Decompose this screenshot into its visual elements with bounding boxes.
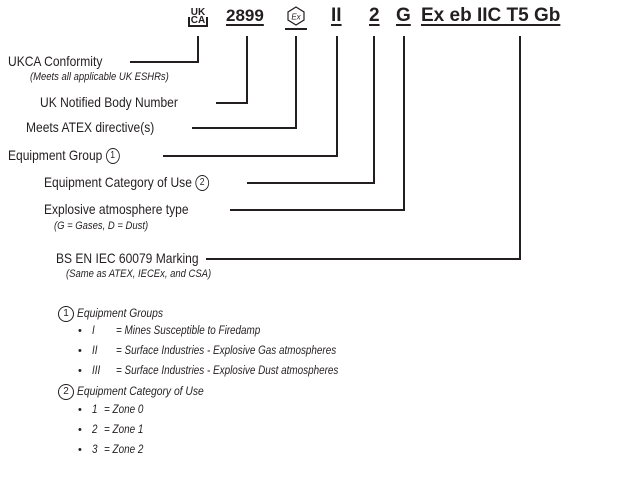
label-category-text: Equipment Category of Use [44,174,192,190]
footnote-1-icon: 1 [58,306,74,322]
leader-atmosphere [230,36,405,211]
label-ukca-sub: (Meets all applicable UK ESHRs) [30,71,169,83]
leader-notified [216,36,248,104]
group-code: III [91,365,101,377]
label-atex: Meets ATEX directive(s) [26,119,155,135]
category-code: 1 [91,404,98,416]
footnote-2-icon: 2 [58,384,74,400]
list-item: •I= Mines Susceptible to Firedamp [78,325,261,337]
ukca-logo-bottom: CA [188,16,208,27]
label-notified: UK Notified Body Number [40,94,178,110]
notes-groups-heading: 1 Equipment Groups [58,306,177,322]
label-atmosphere: Explosive atmosphere type [44,201,189,217]
leader-category [247,36,375,184]
label-ukca: UKCA Conformity [8,53,103,69]
category-code: 3 [91,444,98,456]
list-item: •III= Surface Industries - Explosive Dus… [78,365,339,377]
leader-ukca [130,36,199,63]
group-desc: = Surface Industries - Explosive Dust at… [115,365,339,377]
label-standard-sub: (Same as ATEX, IECEx, and CSA) [66,268,212,280]
label-group: Equipment Group 1 [8,147,120,165]
category-desc: = Zone 0 [103,404,144,416]
category-code: 2 [91,424,98,436]
ex-hexagon-text: Ex [291,13,301,22]
category-desc: = Zone 2 [103,444,144,456]
notes-categories-heading: 2 Equipment Category of Use [58,384,225,400]
leader-standard [206,36,521,260]
group-code: II [91,345,98,357]
group-desc: = Mines Susceptible to Firedamp [115,325,261,337]
notes-categories-title: Equipment Category of Use [77,384,205,399]
iec-marking: Ex eb IIC T5 Gb [421,5,561,26]
atmosphere-type-mark: G [396,5,411,26]
list-item: •3= Zone 2 [78,444,144,456]
ukca-logo-top: UK [190,7,206,18]
list-item: •II= Surface Industries - Explosive Gas … [78,345,337,357]
notified-body-number: 2899 [226,6,264,25]
ukca-logo: UK CA [188,8,208,27]
group-desc: = Surface Industries - Explosive Gas atm… [115,345,337,357]
equipment-category-mark: 2 [369,5,380,26]
label-standard: BS EN IEC 60079 Marking [56,250,199,266]
leader-group [163,36,338,157]
group-code: I [91,325,95,337]
ex-hexagon-icon: Ex [285,5,307,30]
footnote-2-icon: 2 [195,175,210,192]
label-category: Equipment Category of Use 2 [44,174,210,192]
equipment-group-mark: II [331,5,342,26]
leader-atex [192,36,297,129]
label-group-text: Equipment Group [8,147,103,163]
list-item: •2= Zone 1 [78,424,144,436]
notes-groups-title: Equipment Groups [77,306,164,321]
footnote-1-icon: 1 [105,148,120,165]
label-atmosphere-sub: (G = Gases, D = Dust) [54,220,149,232]
category-desc: = Zone 1 [103,424,144,436]
list-item: •1= Zone 0 [78,404,144,416]
